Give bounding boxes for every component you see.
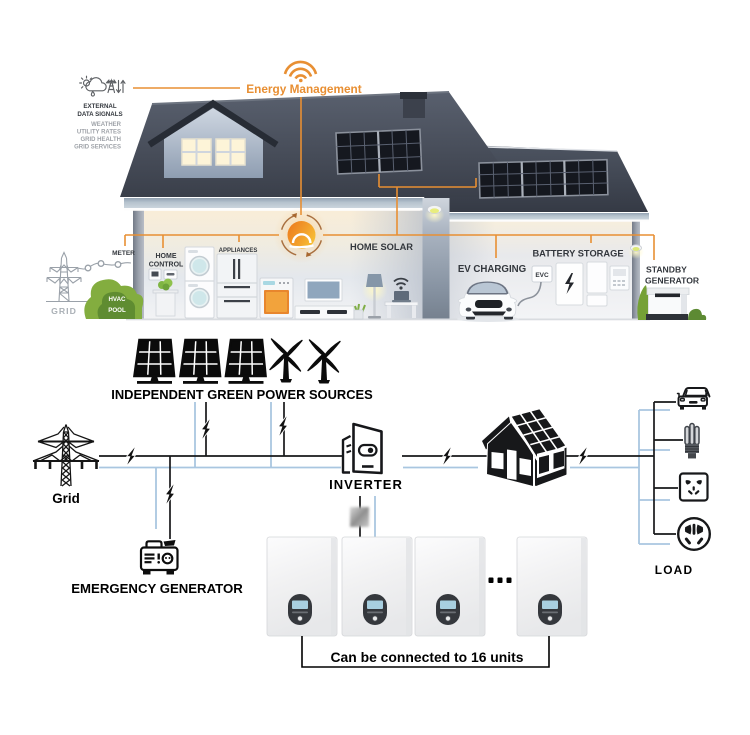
- svg-text:BATTERY STORAGE: BATTERY STORAGE: [532, 249, 623, 259]
- svg-text:STANDBY: STANDBY: [646, 265, 687, 275]
- svg-text:HVAC: HVAC: [108, 296, 126, 303]
- svg-text:HOME SOLAR: HOME SOLAR: [350, 242, 413, 252]
- svg-text:HOME: HOME: [156, 253, 177, 260]
- svg-text:POOL: POOL: [108, 307, 126, 314]
- svg-text:GENERATOR: GENERATOR: [645, 276, 700, 286]
- svg-text:UTILITY RATES: UTILITY RATES: [77, 130, 121, 136]
- svg-text:INVERTER: INVERTER: [329, 477, 403, 492]
- svg-text:Can be connected to 16 units: Can be connected to 16 units: [331, 649, 524, 665]
- svg-text:LOAD: LOAD: [655, 563, 694, 577]
- svg-text:APPLIANCES: APPLIANCES: [219, 248, 258, 254]
- svg-text:GRID: GRID: [51, 306, 77, 316]
- svg-text:Energy Management: Energy Management: [246, 82, 361, 96]
- svg-text:EMERGENCY GENERATOR: EMERGENCY GENERATOR: [71, 581, 243, 596]
- svg-text:Grid: Grid: [52, 491, 80, 506]
- svg-text:EXTERNAL: EXTERNAL: [83, 103, 117, 110]
- svg-text:METER: METER: [112, 250, 135, 257]
- svg-text:GRID SERVICES: GRID SERVICES: [74, 145, 121, 151]
- svg-text:GRID HEALTH: GRID HEALTH: [80, 137, 121, 143]
- svg-text:EVC: EVC: [535, 272, 549, 279]
- svg-text:INDEPENDENT GREEN POWER SOURCE: INDEPENDENT GREEN POWER SOURCES: [111, 387, 373, 402]
- svg-text:WEATHER: WEATHER: [91, 122, 122, 128]
- svg-text:EV CHARGING: EV CHARGING: [458, 264, 526, 275]
- svg-text:DATA SIGNALS: DATA SIGNALS: [77, 111, 122, 118]
- svg-text:CONTROL: CONTROL: [149, 262, 184, 269]
